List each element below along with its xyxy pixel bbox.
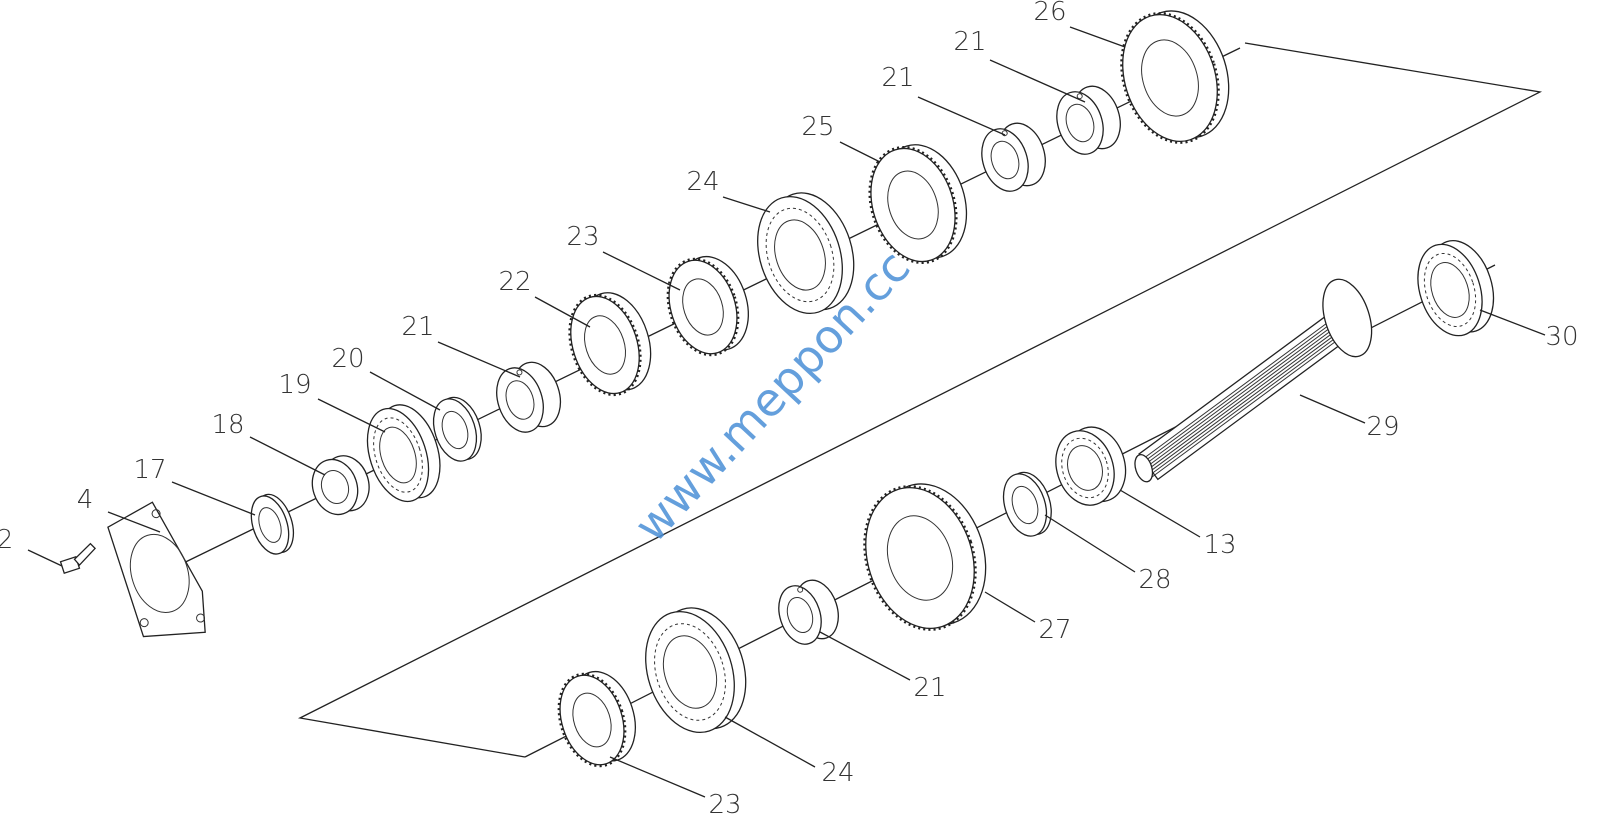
gear [568,292,652,397]
bolt [59,542,97,574]
part-number-label: 23 [708,790,741,820]
part-number-label: 21 [881,63,914,93]
leader-line [602,251,681,291]
leader-line [249,436,326,476]
leader-line [819,631,911,681]
splined-shaft [1134,278,1373,483]
leader-line [722,196,771,213]
leader-line [917,96,1006,136]
bushing [496,361,562,433]
leader-line [437,341,521,378]
leader-line [369,371,441,411]
part-number-label: 27 [1038,615,1071,645]
part-number-label: 2 [0,525,13,555]
part-number-label: 13 [1203,530,1236,560]
grouping-bracket [297,42,1543,758]
part-number-label: 26 [1033,0,1066,27]
leader-line [1479,309,1546,336]
part-number-label: 22 [498,267,531,297]
part-number-label: 4 [77,485,94,515]
part-number-label: 18 [211,410,244,440]
part-number-label: 30 [1545,322,1578,352]
leader-line [534,296,591,328]
part-number-label: 17 [133,455,166,485]
gear [557,670,636,768]
leader-line [1044,514,1136,573]
bearing [1417,239,1495,337]
leader-line [1299,394,1366,424]
part-number-label: 28 [1138,565,1171,595]
bushing [981,122,1046,192]
leader-line [984,591,1036,623]
leader-line [609,756,706,798]
bushing [778,579,839,645]
part-number-label: 23 [566,222,599,252]
leader-line [989,59,1086,103]
seal-ring [432,396,482,462]
bearing [366,404,441,503]
flange-plate [107,501,206,638]
leader-line [839,141,881,163]
leader-line [27,549,63,567]
leader-line [724,716,816,768]
nut [311,455,370,516]
leader-line [171,481,256,516]
leader-line [317,398,386,433]
seal-ring [1002,471,1052,537]
part-number-label: 25 [801,112,834,142]
gear [666,255,749,357]
part-number-label: 24 [821,758,854,788]
gear [868,144,968,265]
part-number-label: 21 [953,27,986,57]
gear [1120,10,1230,144]
washer [250,493,295,555]
part-number-label: 21 [913,673,946,703]
gear [863,483,987,631]
leader-line [107,511,161,533]
part-number-label: 19 [278,370,311,400]
synchro-hub [757,192,855,315]
leader-line [1119,489,1201,538]
leader-line [1069,26,1126,48]
part-number-label: 21 [401,312,434,342]
bushing [1056,85,1121,155]
part-number-label: 29 [1366,412,1399,442]
bearing [1055,426,1127,506]
part-number-label: 20 [331,344,364,374]
synchro-hub [645,607,747,734]
part-number-label: 24 [686,167,719,197]
